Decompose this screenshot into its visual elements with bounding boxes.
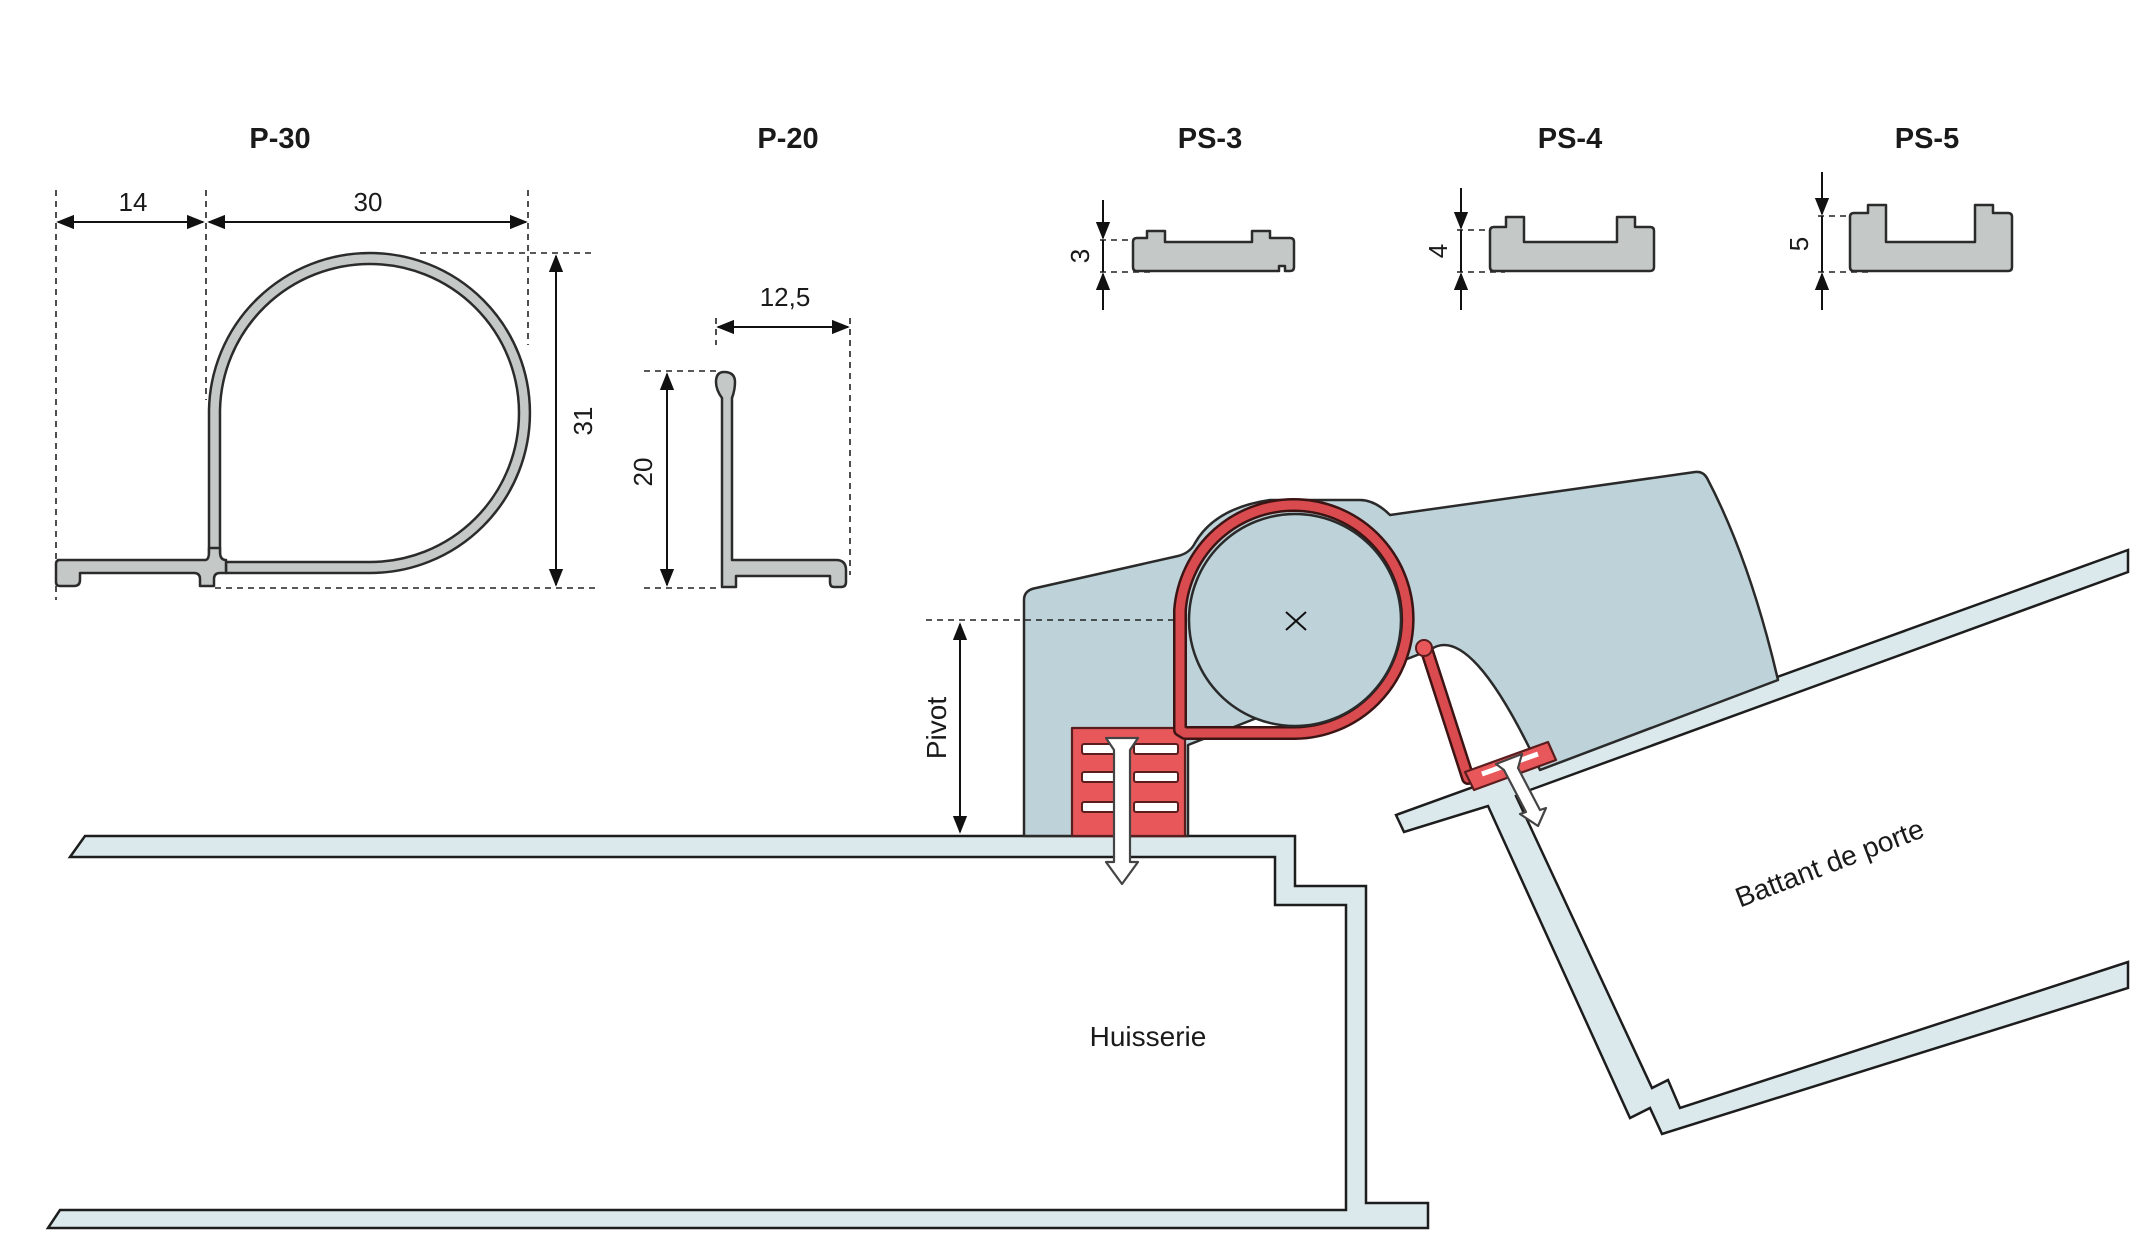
pivot-center-mark: [1285, 611, 1307, 631]
p20-seal-profile: [714, 370, 848, 589]
p30-dim-left: 14: [119, 187, 148, 217]
profile-title-ps5: PS-5: [1895, 123, 1959, 155]
ps3-seal-profile: [1131, 229, 1296, 273]
profile-ps5-drawing: 5: [1784, 172, 2014, 310]
door-leaf: [1394, 548, 2130, 1136]
profile-p30-drawing: 14 30 31: [54, 187, 598, 600]
ps3-dim-height: 3: [1065, 249, 1095, 263]
ps4-dim-height: 4: [1423, 244, 1453, 258]
door-label: Battant de porte: [1731, 813, 1928, 913]
profile-title-p20: P-20: [757, 123, 818, 155]
profile-ps4-drawing: 4: [1423, 188, 1656, 310]
profile-title-p30: P-30: [249, 123, 310, 155]
p30-base-flange: [54, 546, 228, 588]
p20-dim-height: 20: [628, 458, 658, 487]
frame-huisserie: [45, 834, 1430, 1230]
ps5-seal-profile: [1848, 203, 2014, 273]
frame-label: Huisserie: [1090, 1021, 1207, 1052]
p30-loop: [207, 251, 532, 575]
p20-dim-width: 12,5: [760, 282, 811, 312]
profile-title-ps4: PS-4: [1538, 123, 1602, 155]
profile-title-ps3: PS-3: [1178, 123, 1242, 155]
pivot-label: Pivot: [921, 697, 952, 759]
door-screw: [1494, 752, 1548, 828]
p30-dim-width: 30: [354, 187, 383, 217]
ps5-dim-height: 5: [1784, 237, 1814, 251]
frame-screw: [1104, 736, 1140, 886]
p30-dim-height: 31: [568, 407, 598, 436]
ps4-seal-profile: [1488, 215, 1656, 273]
profile-ps3-drawing: 3: [1065, 200, 1296, 310]
profile-p20-drawing: 12,5 20: [628, 282, 851, 589]
